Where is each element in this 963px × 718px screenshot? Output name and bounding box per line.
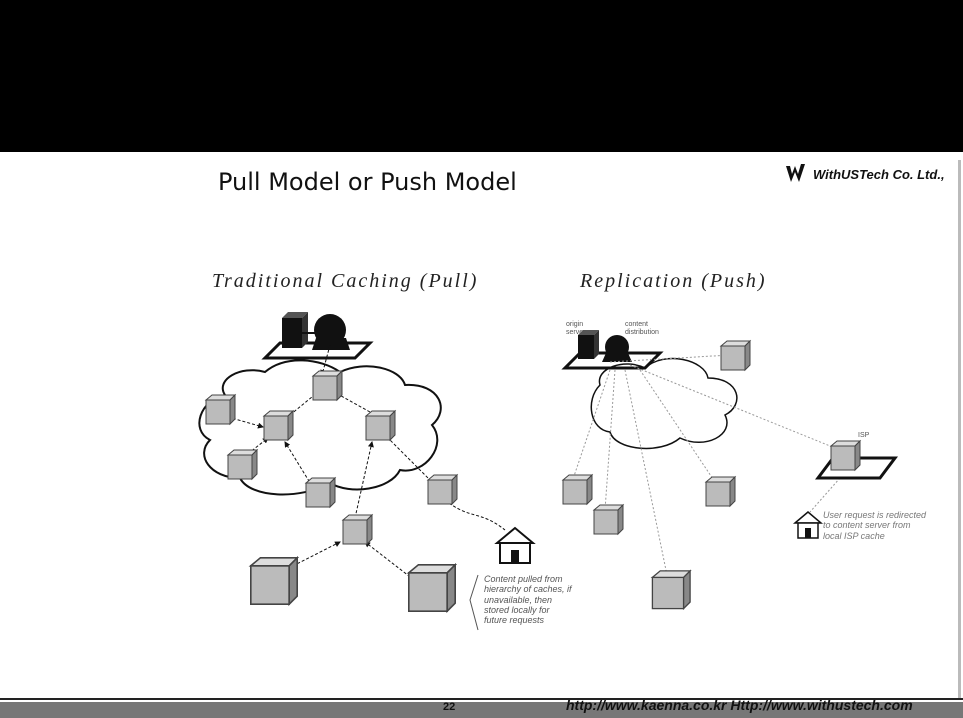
pull-origin-platform — [261, 341, 374, 360]
pull-subtitle: Traditional Caching (Pull) — [212, 270, 479, 292]
push-diagram — [561, 330, 898, 610]
pull-origin-server-icon — [282, 312, 308, 348]
pull-cache-icon — [407, 563, 457, 613]
footer-urls: http://www.kaenna.co.kr Http://www.withu… — [566, 697, 913, 713]
slide-title: Pull Model or Push Model — [218, 168, 517, 196]
pull-origin-globe-icon — [312, 314, 350, 350]
push-origin-platform — [561, 351, 664, 370]
pull-cache-icon — [342, 514, 373, 545]
header-banner — [0, 0, 963, 152]
pull-note: Content pulled from hierarchy of caches,… — [484, 574, 572, 626]
isp-platform — [815, 456, 898, 480]
push-cloud-outline — [590, 357, 738, 450]
content-distribution-label: content distribution — [625, 321, 659, 336]
isp-cache-icon — [830, 440, 861, 471]
push-cache-icon — [651, 570, 691, 610]
push-note: User request is redirected to content se… — [823, 510, 927, 541]
page-number: 22 — [443, 701, 456, 713]
pull-cloud-outline — [198, 359, 442, 496]
push-cache-icon — [705, 476, 736, 507]
push-cache-icon — [562, 474, 593, 505]
w-logo-icon — [786, 164, 805, 182]
push-distribution-globe-icon — [602, 335, 632, 362]
push-origin-server-icon — [578, 330, 599, 359]
push-subtitle: Replication (Push) — [580, 270, 767, 292]
pull-cache-icon — [227, 449, 258, 480]
footer-bar — [0, 702, 963, 718]
right-edge-rule — [958, 160, 961, 700]
pull-cache-icon — [305, 477, 336, 508]
push-house-icon — [792, 511, 824, 539]
push-cache-icon — [720, 340, 751, 371]
pull-cache-icon — [250, 556, 299, 606]
isp-label: ISP — [858, 432, 870, 439]
pull-note-bracket — [469, 574, 479, 631]
pull-diagram — [198, 312, 536, 631]
pull-cache-icon — [427, 474, 458, 505]
footer-rule — [0, 698, 963, 700]
pull-cache-icon — [205, 394, 236, 425]
company-logo: WithUSTech Co. Ltd., — [785, 163, 945, 185]
pull-cache-icon — [365, 410, 396, 441]
pull-house-icon — [494, 526, 536, 564]
company-name: WithUSTech Co. Ltd., — [813, 166, 945, 182]
push-cache-icon — [593, 504, 624, 535]
origin-server-label: origin server — [566, 321, 586, 336]
pull-cache-icon — [263, 410, 294, 441]
pull-cache-icon — [312, 370, 343, 401]
